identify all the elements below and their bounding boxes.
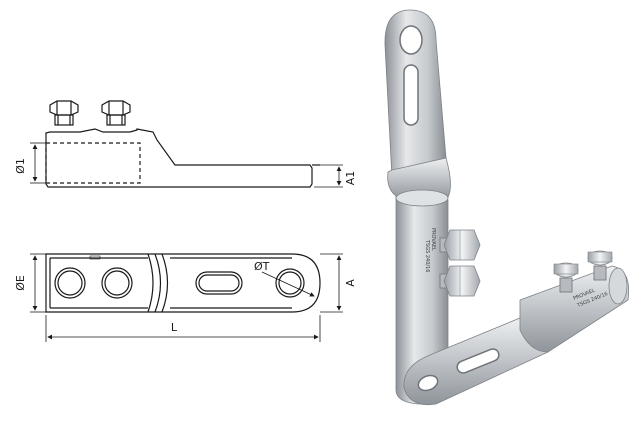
top-diameter-label: ØE: [14, 275, 27, 291]
hidden-bore: [45, 142, 141, 184]
height-label: A1: [344, 171, 357, 186]
lug-plate-outline: [45, 253, 321, 313]
side-diameter-label: Ø1: [14, 158, 27, 174]
engraved-code: TSGS 240/16: [424, 239, 430, 272]
length-label: L: [171, 321, 178, 334]
lug-photo-horizontal: PROVAEL TSGS 240/16: [403, 250, 630, 406]
bolt-icon: [439, 229, 481, 261]
bolt-icon: [49, 100, 79, 126]
bolt-hole: [54, 267, 86, 299]
engraved-brand: PROVAEL: [430, 228, 436, 251]
top-view-drawing: [45, 253, 321, 313]
lug-photo-vertical: PROVAEL TSGS 240/16: [384, 9, 481, 405]
hole-diameter-label: ØT: [254, 260, 270, 273]
bolt-icon: [587, 250, 613, 281]
side-view-drawing: [45, 100, 320, 188]
lug-body-outline: [45, 128, 313, 188]
width-label: A: [344, 279, 357, 287]
bolt-hole: [101, 267, 133, 299]
bolt-icon: [439, 265, 481, 297]
bolt-icon: [553, 262, 579, 293]
top-dimension-lines: [30, 253, 343, 342]
round-hole: [275, 268, 305, 298]
bolt-icon: [101, 100, 131, 126]
slot-hole: [195, 271, 243, 295]
side-dimension-lines: [30, 142, 343, 188]
